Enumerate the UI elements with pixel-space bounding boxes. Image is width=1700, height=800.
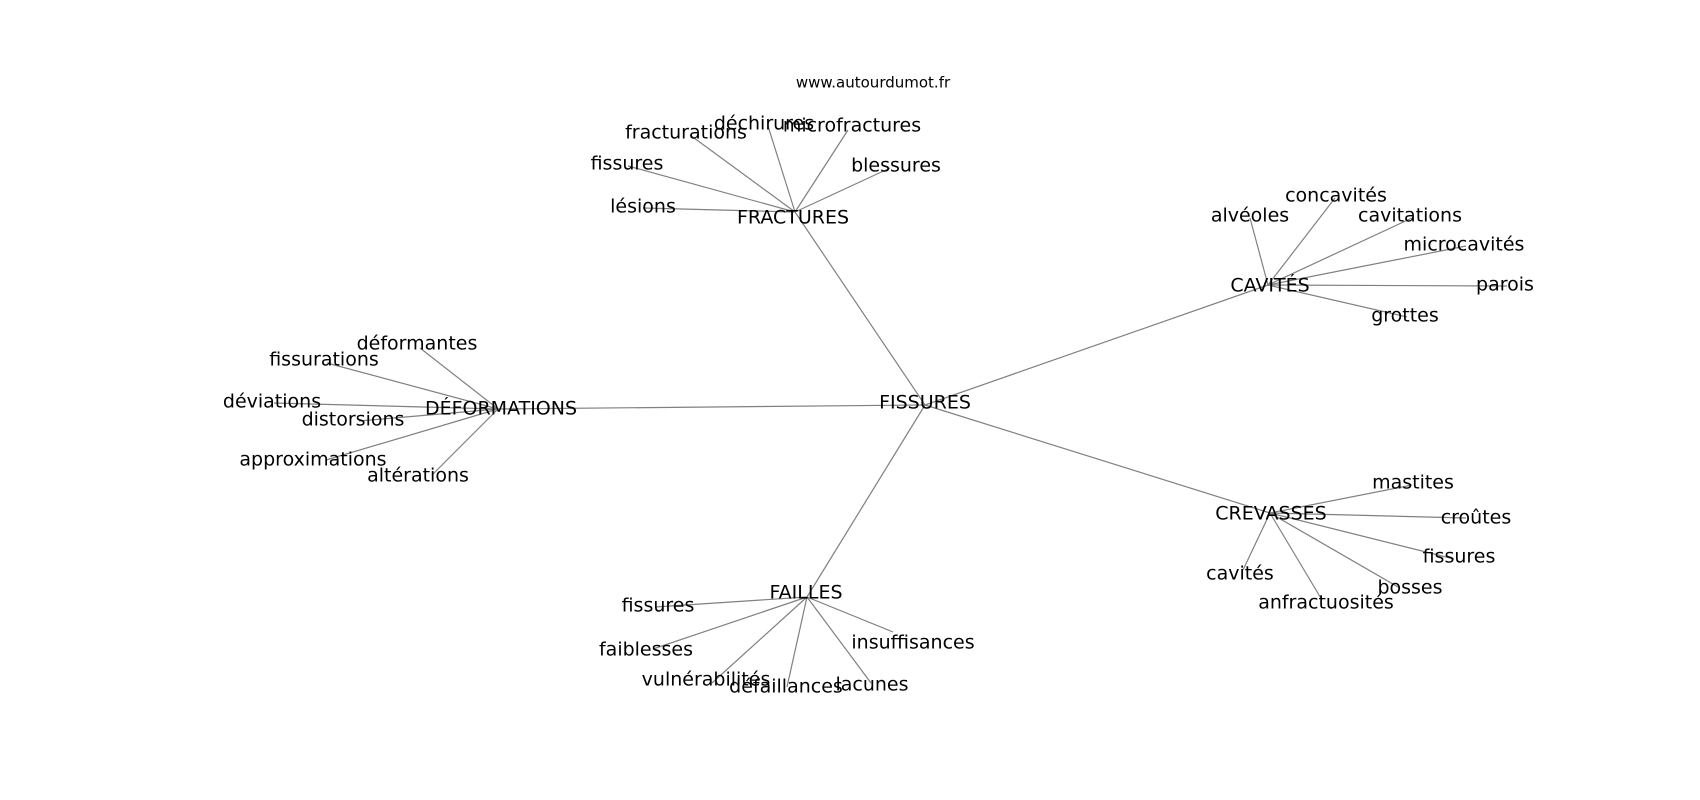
edge-branch-3-leaf-1 [419, 347, 499, 410]
leaf-node-label: déchirures [714, 113, 814, 135]
leaf-node-label: déformantes [357, 333, 478, 355]
leaf-node-label: bosses [1377, 577, 1442, 599]
leaf-node-label: défaillances [729, 676, 843, 698]
leaf-node-label: insuffisances [851, 632, 974, 654]
leaf-node-label: concavités [1285, 185, 1387, 207]
edge-center-to-2 [924, 284, 1269, 406]
edge-branch-3-leaf-4 [358, 408, 499, 422]
edge-center-to-4 [924, 404, 1271, 514]
edge-branch-5-leaf-5 [786, 596, 808, 688]
watermark: www.autourdumot.fr [796, 74, 951, 92]
edge-branch-4-leaf-2 [1269, 512, 1467, 519]
leaf-node-label: parois [1476, 274, 1534, 296]
branch-node-label: CAVITÉS [1230, 274, 1309, 297]
leaf-node-label: lacunes [835, 674, 908, 696]
graph-labels: FISSURES FRACTURES fracturationsdéchirures… [223, 113, 1534, 698]
edge-branch-4-leaf-3 [1269, 512, 1455, 560]
edge-branch-1-leaf-2 [767, 125, 796, 213]
leaf-node-label: grottes [1371, 305, 1439, 327]
edge-branch-3-leaf-6 [431, 408, 499, 476]
branch-node-label: FAILLES [769, 582, 842, 604]
leaf-node-label: alvéoles [1211, 205, 1289, 227]
center-node-label: FISSURES [879, 392, 971, 414]
leaf-node-label: anfractuosités [1258, 592, 1394, 614]
edge-branch-4-leaf-4 [1269, 512, 1399, 588]
edge-branch-1-leaf-5 [794, 167, 891, 213]
edge-branch-1-leaf-4 [627, 165, 796, 213]
edge-branch-1-leaf-3 [794, 129, 849, 213]
leaf-node-label: microfractures [783, 115, 921, 137]
edge-branch-4-leaf-1 [1269, 484, 1413, 514]
edge-branch-3-leaf-2 [326, 362, 499, 410]
edge-branch-2-leaf-3 [1267, 217, 1413, 286]
branch-node-label: FRACTURES [737, 207, 849, 229]
edge-branch-2-leaf-2 [1267, 197, 1336, 286]
leaf-node-label: fracturations [625, 122, 747, 144]
edge-branch-1-leaf-6 [642, 207, 796, 213]
edge-center-to-1 [794, 211, 926, 406]
graph-edges [273, 125, 1508, 688]
edge-branch-5-leaf-6 [806, 596, 872, 684]
edge-branch-1-leaf-1 [689, 134, 796, 213]
edge-center-to-5 [806, 404, 926, 598]
edge-branch-4-leaf-6 [1242, 512, 1271, 571]
edge-center-to-3 [497, 404, 926, 410]
edge-branch-3-leaf-5 [325, 408, 499, 461]
edge-branch-4-leaf-5 [1269, 512, 1323, 601]
leaf-node-label: fissures [1423, 546, 1496, 568]
leaf-node-label: cavités [1206, 563, 1274, 585]
edge-branch-2-leaf-1 [1249, 217, 1269, 286]
edge-branch-5-leaf-2 [652, 596, 808, 650]
leaf-node-label: fissures [591, 153, 664, 175]
leaf-node-label: fissures [622, 595, 695, 617]
edge-branch-5-leaf-1 [654, 596, 808, 608]
leaf-node-label: fissurations [269, 349, 379, 371]
leaf-node-label: croûtes [1441, 507, 1512, 529]
leaf-node-label: déviations [223, 391, 321, 413]
leaf-node-label: vulnérabilités [642, 669, 771, 691]
leaf-node-label: altérations [367, 465, 469, 487]
leaf-node-label: cavitations [1358, 205, 1462, 227]
leaf-node-label: distorsions [302, 409, 405, 431]
leaf-node-label: faiblesses [599, 639, 693, 661]
leaf-node-label: approximations [239, 449, 386, 471]
edge-branch-5-leaf-3 [806, 596, 894, 633]
edge-branch-5-leaf-4 [711, 596, 808, 684]
branch-node-label: CREVASSES [1215, 503, 1326, 525]
edge-branch-3-leaf-3 [273, 402, 499, 410]
edge-branch-2-leaf-4 [1267, 245, 1467, 286]
leaf-node-label: blessures [851, 155, 941, 177]
leaf-node-label: lésions [610, 196, 676, 218]
branch-node-label: DÉFORMATIONS [425, 397, 577, 420]
leaf-node-label: mastites [1372, 472, 1454, 494]
edge-branch-2-leaf-5 [1267, 284, 1508, 287]
edge-branch-2-leaf-6 [1267, 284, 1408, 318]
leaf-node-label: microcavités [1404, 234, 1525, 256]
